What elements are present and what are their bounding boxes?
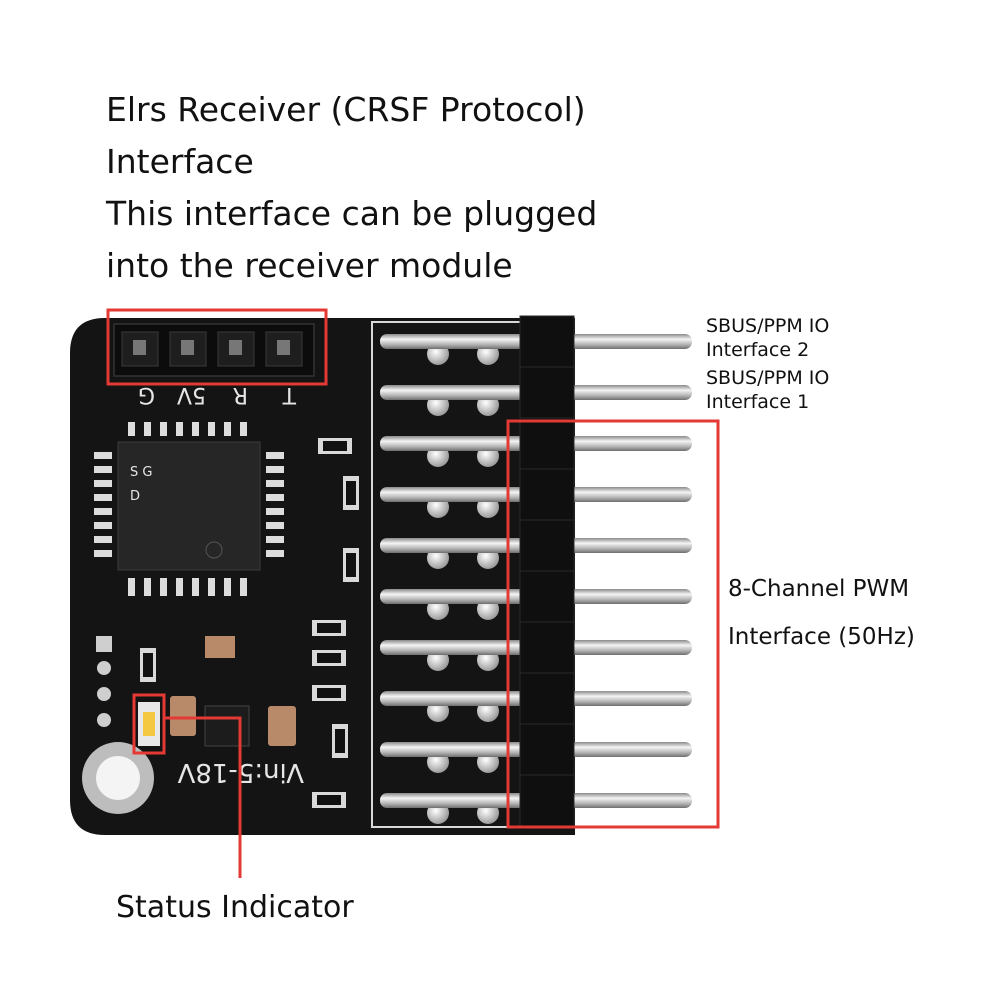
pin-row — [380, 621, 692, 674]
mcu-pad — [192, 422, 199, 436]
mcu-pad — [266, 480, 284, 487]
status-leader-line — [164, 716, 242, 878]
pin-row — [380, 570, 692, 623]
mcu-pad — [224, 578, 231, 596]
pin-spacer — [519, 774, 575, 827]
pin-spacer — [519, 417, 575, 470]
title-line-2: Interface — [106, 142, 254, 181]
mcu-pad — [224, 422, 231, 436]
mcu-pad — [144, 578, 151, 596]
mcu-pad — [94, 480, 112, 487]
silk-pin-r: R — [233, 382, 248, 407]
status-indicator-label: Status Indicator — [116, 890, 354, 925]
svg-text:D: D — [130, 489, 140, 504]
mcu-pad — [128, 422, 135, 436]
mcu-pads — [94, 422, 284, 596]
title-line-1: Elrs Receiver (CRSF Protocol) — [106, 90, 586, 129]
mcu-pad — [144, 422, 151, 436]
title-block: Elrs Receiver (CRSF Protocol) Interface … — [106, 84, 706, 292]
silk-pin-t: T — [282, 382, 297, 407]
pin-row — [380, 519, 692, 572]
pwm-label-line-2: Interface (50Hz) — [728, 624, 915, 650]
sbus2-label-line-2: Interface 2 — [706, 339, 810, 361]
status-led-highlight-box — [132, 693, 166, 755]
sbus2-label-line-1: SBUS/PPM IO — [706, 315, 830, 337]
pin-spacer — [519, 519, 575, 572]
mcu-pad — [266, 550, 284, 557]
jst-highlight-box — [106, 308, 328, 386]
pin-row — [380, 315, 692, 368]
pin-row — [380, 468, 692, 521]
title-line-3: This interface can be plugged — [106, 194, 598, 233]
pin-spacer — [519, 366, 575, 419]
mcu-pad — [94, 536, 112, 543]
mcu-pad — [208, 422, 215, 436]
sbus1-label: SBUS/PPM IO Interface 1 — [706, 366, 829, 414]
mcu-pad — [160, 578, 167, 596]
mcu-pad — [94, 508, 112, 515]
sbus2-label: SBUS/PPM IO Interface 2 — [706, 314, 829, 362]
mcu-pad — [240, 422, 247, 436]
mcu-pad — [266, 536, 284, 543]
mcu-pad — [176, 578, 183, 596]
smd-components — [96, 438, 359, 808]
silk-pin-5v: 5V — [177, 382, 206, 407]
mcu-pad — [94, 452, 112, 459]
mcu-pad — [128, 578, 135, 596]
mcu-pad — [266, 508, 284, 515]
silk-pin-g: G — [138, 382, 155, 407]
pin-spacer — [519, 672, 575, 725]
mcu-pad — [266, 494, 284, 501]
pin-spacer — [519, 468, 575, 521]
svg-text:S G: S G — [130, 465, 152, 480]
title-line-4: into the receiver module — [106, 246, 513, 285]
pin-row — [380, 672, 692, 725]
sbus1-label-line-1: SBUS/PPM IO — [706, 367, 830, 389]
pin-spacer — [519, 723, 575, 776]
pin-spacer — [519, 621, 575, 674]
sbus1-label-line-2: Interface 1 — [706, 391, 810, 413]
mcu-pad — [94, 522, 112, 529]
mcu-pad — [266, 452, 284, 459]
pwm-label-line-1: 8-Channel PWM — [728, 576, 910, 602]
mcu-pad — [266, 466, 284, 473]
mcu-pad — [192, 578, 199, 596]
mcu-pad — [160, 422, 167, 436]
mcu-pad — [94, 466, 112, 473]
mcu-pad — [94, 550, 112, 557]
mcu-pad — [208, 578, 215, 596]
pin-rows — [380, 315, 692, 827]
pin-spacer — [519, 570, 575, 623]
pin-row — [380, 366, 692, 419]
mcu-pad — [176, 422, 183, 436]
mcu-pad — [94, 494, 112, 501]
mcu-chip: S G D — [117, 441, 261, 571]
pin-row — [380, 723, 692, 776]
pin-row — [380, 417, 692, 470]
pin-row — [380, 774, 692, 827]
pin-spacer — [519, 315, 575, 368]
pwm-highlight-box — [506, 419, 720, 829]
jst-header — [113, 323, 315, 377]
mcu-pad — [240, 578, 247, 596]
mcu-pad — [266, 522, 284, 529]
